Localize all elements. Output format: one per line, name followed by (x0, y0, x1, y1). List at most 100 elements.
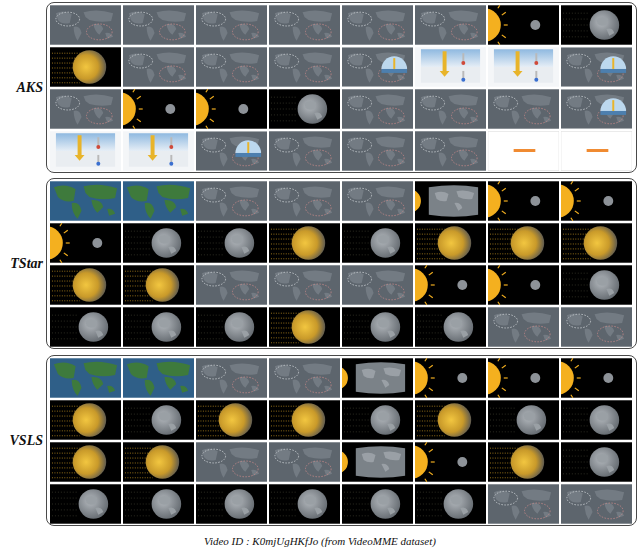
video-frame (196, 5, 267, 44)
video-frame (415, 307, 486, 346)
video-frame (123, 442, 194, 481)
video-frame (561, 307, 632, 346)
video-frame (540, 358, 632, 397)
video-frame (269, 89, 340, 128)
video-frame (397, 181, 486, 220)
video-frame (342, 484, 413, 523)
video-frame (342, 223, 413, 262)
video-frame (394, 358, 486, 397)
video-frame (29, 223, 121, 262)
video-frame (561, 5, 632, 44)
video-frame (342, 307, 413, 346)
figure-caption: Video ID : K0mjUgHKfJo (from VideoMME da… (0, 535, 640, 547)
video-frame (269, 131, 340, 170)
video-frame (342, 89, 413, 128)
video-frame (50, 181, 121, 220)
video-frame (342, 181, 413, 220)
video-frame (488, 442, 559, 481)
video-frame (561, 131, 632, 170)
video-frame (196, 131, 267, 170)
video-frame (175, 89, 267, 128)
video-frame (123, 358, 194, 397)
video-frame (123, 5, 194, 44)
video-frame (467, 181, 559, 220)
video-frame (561, 47, 632, 86)
video-frame (394, 442, 486, 481)
video-frame (50, 442, 121, 481)
video-frame (415, 47, 486, 86)
video-frame (269, 400, 340, 439)
video-frame (415, 223, 486, 262)
video-frame (269, 358, 340, 397)
video-frame (50, 265, 121, 304)
video-frame (196, 358, 267, 397)
video-frame (50, 484, 121, 523)
video-frame (561, 442, 632, 481)
video-frame (123, 400, 194, 439)
video-frame (269, 223, 340, 262)
method-panel: AKS (46, 2, 637, 173)
video-frame (488, 223, 559, 262)
video-frame (561, 265, 632, 304)
video-frame (561, 484, 632, 523)
video-frame (488, 400, 559, 439)
method-label: VSLS (10, 433, 43, 449)
video-frame (488, 484, 559, 523)
video-frame (196, 47, 267, 86)
video-frame (50, 307, 121, 346)
video-frame (123, 484, 194, 523)
video-frame (123, 131, 194, 170)
video-frame (123, 307, 194, 346)
video-frame (488, 131, 559, 170)
video-frame (415, 131, 486, 170)
video-frame (123, 223, 194, 262)
video-frame (196, 265, 267, 304)
video-frame (415, 5, 486, 44)
video-frame (269, 307, 340, 346)
video-frame (50, 400, 121, 439)
video-frame (123, 181, 194, 220)
video-frame (196, 442, 267, 481)
video-frame (269, 484, 340, 523)
video-frame (342, 47, 413, 86)
video-frame (102, 89, 194, 128)
video-frame (467, 265, 559, 304)
video-frame (269, 47, 340, 86)
video-frame (196, 307, 267, 346)
video-frame (415, 89, 486, 128)
video-frame (269, 181, 340, 220)
video-frame (467, 5, 559, 44)
video-frame (342, 131, 413, 170)
video-frame (324, 442, 413, 481)
video-frame (269, 5, 340, 44)
video-frame (561, 400, 632, 439)
video-frame (123, 47, 194, 86)
video-frame (488, 47, 559, 86)
method-label: AKS (17, 80, 43, 96)
video-frame (342, 400, 413, 439)
video-frame (488, 307, 559, 346)
video-frame (561, 223, 632, 262)
video-frame (50, 5, 121, 44)
video-frame (342, 265, 413, 304)
video-frame (415, 400, 486, 439)
video-frame (540, 181, 632, 220)
video-frame (561, 89, 632, 128)
video-frame (269, 265, 340, 304)
video-frame (488, 89, 559, 128)
video-frame (123, 265, 194, 304)
video-frame (196, 181, 267, 220)
video-frame (50, 131, 121, 170)
video-frame (50, 358, 121, 397)
video-frame (50, 89, 121, 128)
video-frame (324, 358, 413, 397)
method-panel: VSLS (46, 355, 637, 526)
video-frame (50, 47, 121, 86)
video-frame (342, 5, 413, 44)
video-frame (394, 265, 486, 304)
video-frame (269, 442, 340, 481)
video-frame (196, 400, 267, 439)
method-label: TStar (10, 256, 43, 272)
method-panel: TStar (46, 178, 637, 349)
